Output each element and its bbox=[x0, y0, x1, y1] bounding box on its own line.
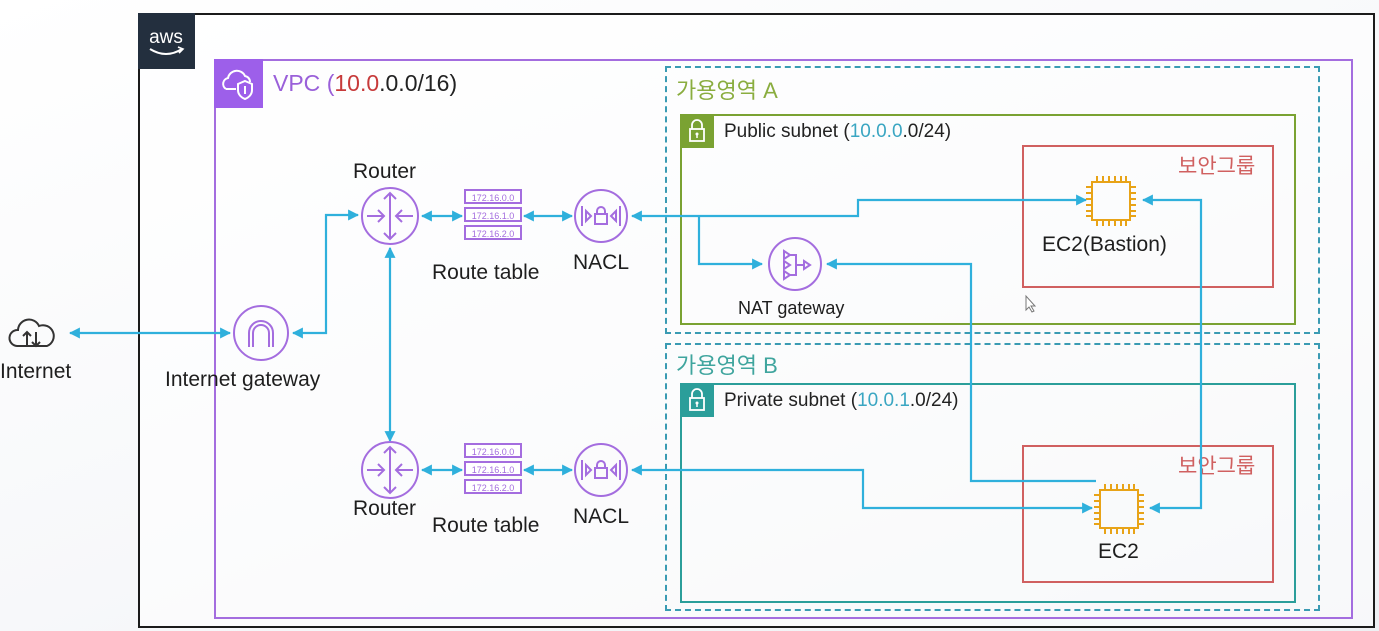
router-icon bbox=[361, 187, 419, 245]
vpc-icon bbox=[214, 59, 263, 108]
aws-logo-text: aws bbox=[149, 27, 183, 48]
security-group-b-title: 보안그룹 bbox=[1178, 455, 1256, 478]
ec2-bastion-label: EC2(Bastion) bbox=[1042, 233, 1167, 256]
mouse-cursor-icon bbox=[1025, 294, 1037, 313]
route-entry: 172.16.2.0 bbox=[472, 483, 515, 493]
ec2-instance-icon bbox=[1086, 176, 1136, 226]
nat-gateway-label: NAT gateway bbox=[738, 298, 845, 318]
public-subnet-title: Public subnet (10.0.0.0/24) bbox=[724, 121, 952, 142]
lock-icon bbox=[680, 114, 714, 148]
internet-label: Internet bbox=[0, 360, 72, 383]
route-table-label: Route table bbox=[432, 514, 540, 537]
link-nacl1-bastion bbox=[630, 194, 1088, 222]
internet-cloud-icon bbox=[8, 318, 55, 348]
route-table-label: Route table bbox=[432, 261, 540, 284]
security-group-a-title: 보안그룹 bbox=[1178, 155, 1256, 178]
internet-gateway-label: Internet gateway bbox=[165, 368, 321, 391]
link-nacl1-nat bbox=[697, 216, 764, 270]
lock-icon bbox=[680, 383, 714, 417]
router-label: Router bbox=[353, 160, 417, 183]
link-ec2-nat bbox=[825, 258, 1096, 483]
router-label: Router bbox=[353, 497, 417, 520]
link-bastion-ec2 bbox=[1141, 194, 1203, 514]
ec2-instance-icon bbox=[1094, 484, 1144, 534]
nacl-label: NACL bbox=[573, 251, 630, 274]
availability-zone-a-title: 가용영역 A bbox=[676, 78, 778, 103]
nat-gateway-icon bbox=[768, 237, 822, 291]
route-entry: 172.16.1.0 bbox=[472, 211, 515, 221]
route-entry: 172.16.0.0 bbox=[472, 447, 515, 457]
vpc-title: VPC (10.0.0.0/16) bbox=[273, 70, 458, 96]
vpc-boundary bbox=[214, 59, 1353, 619]
route-entry: 172.16.1.0 bbox=[472, 465, 515, 475]
route-entry: 172.16.2.0 bbox=[472, 229, 515, 239]
route-entry: 172.16.0.0 bbox=[472, 193, 515, 203]
nacl-label: NACL bbox=[573, 505, 630, 528]
nacl-icon bbox=[574, 443, 628, 497]
ec2-label: EC2 bbox=[1098, 540, 1139, 563]
router-icon bbox=[361, 441, 419, 499]
link-nacl2-ec2 bbox=[630, 464, 1094, 514]
aws-logo: aws bbox=[138, 13, 195, 69]
availability-zone-b-title: 가용영역 B bbox=[676, 353, 778, 378]
internet-gateway-icon bbox=[233, 305, 289, 361]
nacl-icon bbox=[574, 189, 628, 243]
private-subnet-title: Private subnet (10.0.1.0/24) bbox=[724, 390, 959, 411]
link-igw-router1 bbox=[291, 209, 360, 339]
